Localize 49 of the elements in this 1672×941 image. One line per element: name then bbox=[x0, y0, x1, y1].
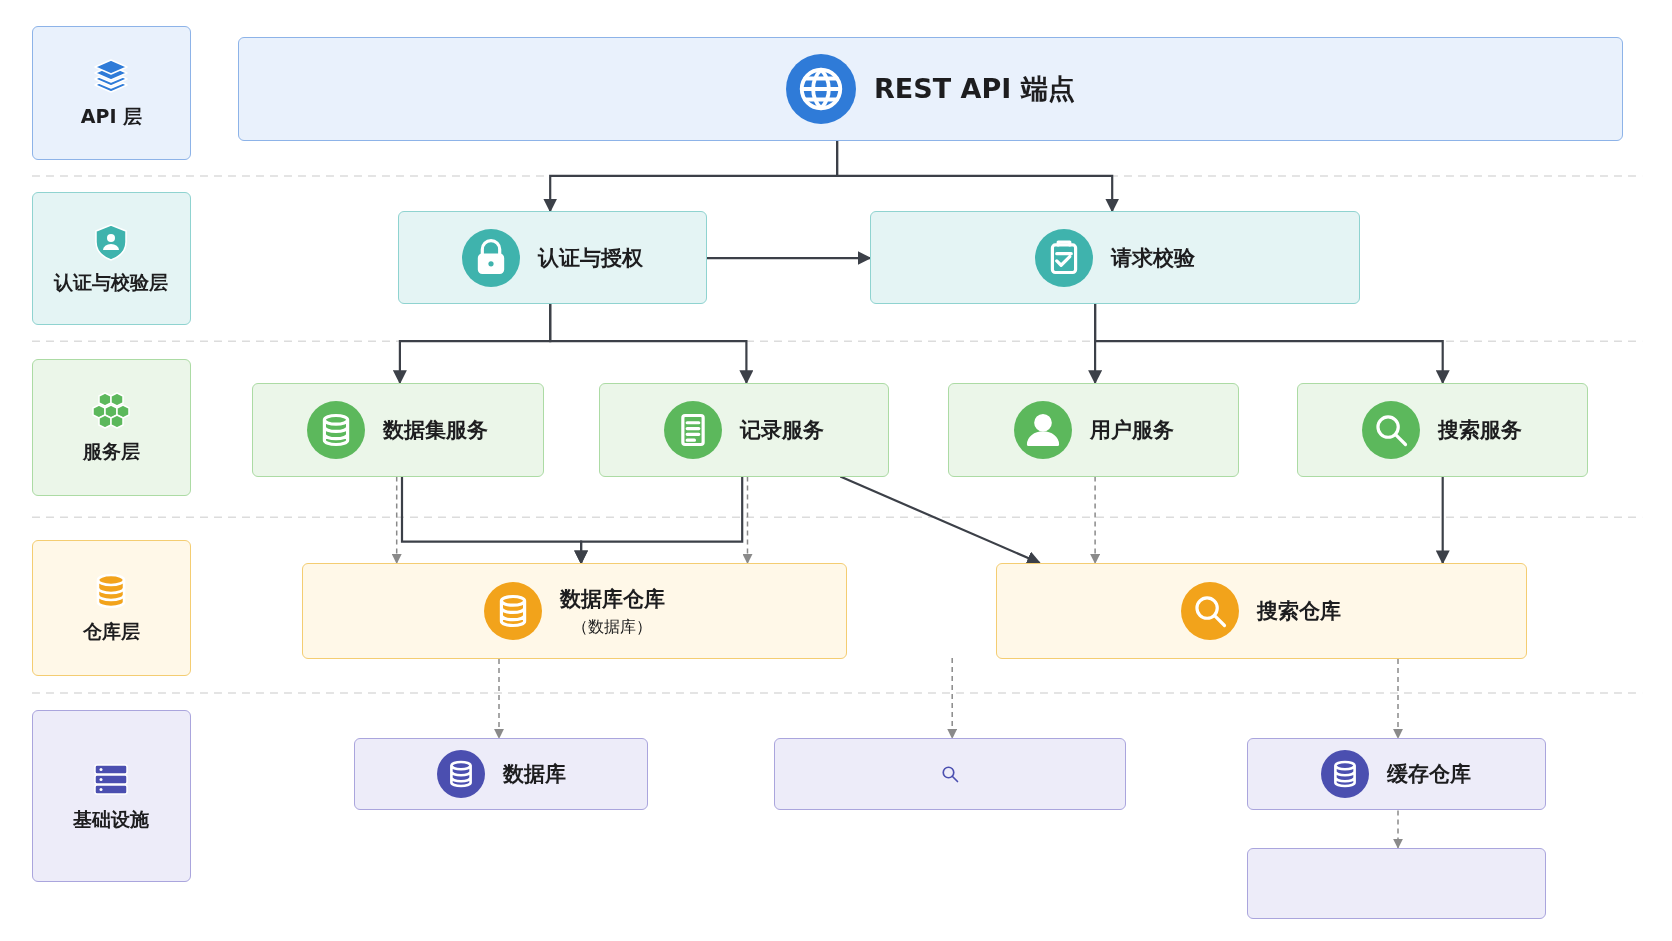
node-label: 记录服务 bbox=[740, 416, 825, 444]
node-label: 基础设施 bbox=[73, 807, 150, 832]
arrow bbox=[1090, 475, 1101, 564]
arrow bbox=[947, 657, 958, 739]
arrow bbox=[1094, 303, 1450, 385]
process-box bbox=[870, 211, 1360, 304]
process-box bbox=[397, 211, 707, 304]
arrow bbox=[839, 475, 1041, 565]
arrow bbox=[549, 303, 754, 385]
endpoint-box bbox=[237, 37, 1623, 141]
arrow bbox=[391, 475, 402, 564]
node-label: 请求校验 bbox=[1110, 244, 1195, 272]
repository-box bbox=[301, 563, 847, 659]
arrow bbox=[494, 658, 504, 739]
arrow bbox=[1435, 476, 1450, 565]
node-label: 数据库仓库 bbox=[559, 585, 665, 613]
arrow bbox=[1393, 809, 1403, 849]
node-label: API 层 bbox=[80, 103, 143, 129]
node-label: REST API 端点 bbox=[874, 72, 1075, 106]
node-subtitle: （数据库） bbox=[572, 616, 653, 638]
node-label: 数据集服务 bbox=[383, 416, 489, 444]
arrow bbox=[574, 476, 744, 565]
node-label: 认证与授权 bbox=[537, 244, 643, 272]
node-label: 缓存仓库 bbox=[1387, 761, 1472, 789]
layer-box bbox=[32, 710, 191, 882]
service-box bbox=[599, 382, 890, 477]
repository-box bbox=[995, 563, 1527, 659]
node-label: 搜索仓库 bbox=[1257, 598, 1342, 625]
node-label: 仓库层 bbox=[82, 618, 140, 644]
layer-box bbox=[32, 359, 191, 496]
infrastructure-box bbox=[1246, 847, 1547, 920]
infrastructure-box bbox=[774, 737, 1126, 811]
arrow bbox=[836, 140, 1120, 213]
node-label: 用户服务 bbox=[1089, 416, 1174, 444]
layer-box bbox=[32, 191, 191, 326]
arrow bbox=[707, 251, 872, 266]
service-box bbox=[251, 382, 544, 477]
node-label: 搜索服务 bbox=[1438, 416, 1523, 444]
node-label: 认证与校验层 bbox=[54, 269, 169, 295]
node-label: 服务层 bbox=[82, 438, 140, 464]
layer-box bbox=[32, 25, 191, 160]
arrow bbox=[1393, 658, 1403, 739]
arrow bbox=[742, 475, 753, 564]
node-label: 数据库 bbox=[502, 761, 566, 789]
layer-box bbox=[32, 539, 191, 677]
infrastructure-box bbox=[1246, 737, 1547, 811]
service-box bbox=[947, 382, 1240, 477]
service-box bbox=[1296, 382, 1588, 477]
infrastructure-box bbox=[354, 737, 649, 811]
